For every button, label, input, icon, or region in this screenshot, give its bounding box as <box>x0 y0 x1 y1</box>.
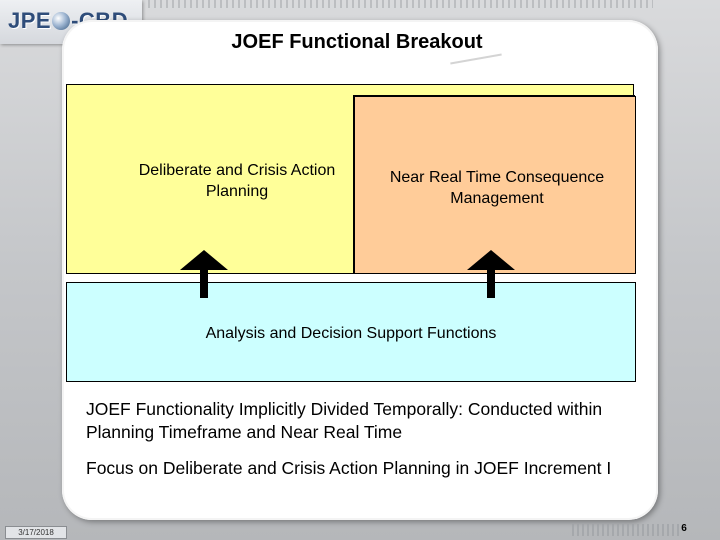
bullet-text: Focus on Deliberate and Crisis Action Pl… <box>86 458 612 478</box>
up-arrow-icon <box>180 250 228 298</box>
bullet-text: JOEF Functionality Implicitly Divided Te… <box>86 399 603 442</box>
footer-date: 3/17/2018 <box>5 526 67 539</box>
near-real-time-box-label: Near Real Time Consequence Management <box>389 169 605 207</box>
logo-left-text: JPE <box>8 8 52 33</box>
footer-stripes <box>572 524 682 536</box>
header-stripes <box>148 0 653 8</box>
analysis-box-label: Analysis and Decision Support Functions <box>205 325 497 342</box>
near-real-time-box <box>354 96 636 274</box>
page-number: 6 <box>681 523 687 534</box>
globe-icon <box>52 12 71 30</box>
analysis-box <box>66 282 636 382</box>
slide-title: JOEF Functional Breakout <box>231 31 483 53</box>
planning-box-label: Deliberate and Crisis Action Planning <box>138 162 336 200</box>
up-arrow-icon <box>467 250 515 298</box>
